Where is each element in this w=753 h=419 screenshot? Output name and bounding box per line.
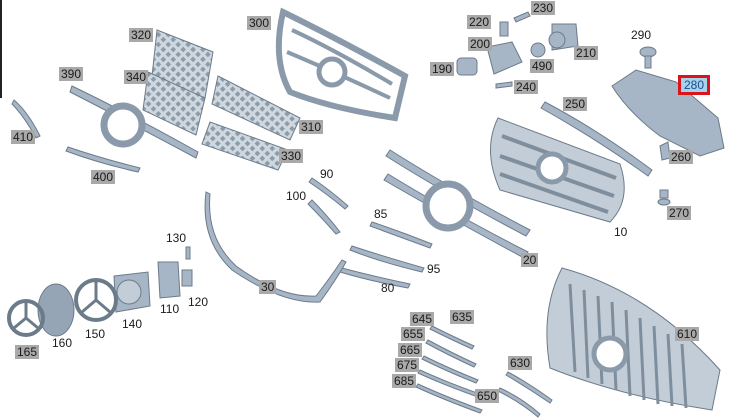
label-260[interactable]: 260	[669, 150, 694, 164]
label-110[interactable]: 110	[160, 302, 180, 316]
part-490-cap[interactable]	[530, 42, 546, 58]
label-630[interactable]: 630	[508, 356, 533, 370]
label-650[interactable]: 650	[475, 389, 500, 403]
part-100-strip[interactable]	[307, 199, 341, 235]
label-210[interactable]: 210	[574, 46, 599, 60]
label-340[interactable]: 340	[124, 70, 149, 84]
label-90[interactable]: 90	[320, 167, 334, 181]
label-130[interactable]: 130	[166, 231, 187, 245]
label-610[interactable]: 610	[675, 327, 700, 341]
label-330[interactable]: 330	[279, 149, 304, 163]
part-220-clip[interactable]	[499, 21, 509, 37]
part-160-emblem-disc[interactable]	[37, 283, 75, 337]
label-290[interactable]: 290	[631, 28, 652, 42]
part-390-grille-bar[interactable]	[69, 85, 199, 159]
part-290-pin[interactable]	[639, 46, 657, 69]
label-410[interactable]: 410	[11, 130, 36, 144]
label-220[interactable]: 220	[467, 15, 492, 29]
label-95[interactable]: 95	[427, 262, 441, 276]
part-140-emblem-housing[interactable]	[113, 271, 151, 313]
label-320[interactable]: 320	[129, 28, 154, 42]
label-230[interactable]: 230	[531, 1, 556, 15]
part-150-star-emblem[interactable]	[74, 278, 118, 322]
part-95-strip[interactable]	[349, 245, 425, 273]
part-10-main-grille[interactable]	[489, 117, 625, 223]
label-270[interactable]: 270	[667, 206, 692, 220]
label-635[interactable]: 635	[450, 310, 475, 324]
part-210-sensor[interactable]	[548, 23, 579, 51]
label-400[interactable]: 400	[91, 170, 116, 184]
label-120[interactable]: 120	[188, 295, 209, 309]
part-120-clip[interactable]	[181, 269, 193, 287]
part-410-strip[interactable]	[11, 99, 41, 139]
part-90-strip[interactable]	[308, 177, 349, 210]
label-490[interactable]: 490	[530, 59, 555, 73]
part-280-cover-panel[interactable]	[611, 69, 725, 157]
part-190-clip[interactable]	[456, 57, 478, 76]
label-85[interactable]: 85	[374, 207, 388, 221]
part-130-screw[interactable]	[185, 246, 191, 260]
part-80-strip[interactable]	[339, 267, 411, 289]
part-230-screw[interactable]	[513, 11, 531, 23]
part-330-mesh-panel[interactable]	[201, 121, 289, 171]
part-250-trim-strip[interactable]	[540, 101, 653, 177]
label-685[interactable]: 685	[392, 374, 417, 388]
label-665[interactable]: 665	[398, 343, 423, 357]
label-160[interactable]: 160	[52, 336, 73, 350]
label-250[interactable]: 250	[563, 97, 588, 111]
label-390[interactable]: 390	[59, 67, 84, 81]
part-200-bracket[interactable]	[486, 41, 523, 75]
part-310-mesh-panel[interactable]	[211, 75, 301, 141]
part-270-pin[interactable]	[657, 189, 671, 206]
label-10[interactable]: 10	[614, 225, 628, 239]
label-240[interactable]: 240	[514, 80, 539, 94]
label-30[interactable]: 30	[259, 280, 277, 294]
part-300-grille-frame[interactable]	[275, 7, 409, 122]
part-85-strip[interactable]	[369, 221, 433, 249]
label-300[interactable]: 300	[247, 16, 272, 30]
label-20[interactable]: 20	[521, 253, 539, 267]
label-655[interactable]: 655	[401, 327, 426, 341]
label-100[interactable]: 100	[286, 189, 307, 203]
part-340-mesh-panel[interactable]	[142, 71, 206, 136]
label-280-selected[interactable]: 280	[678, 75, 711, 95]
label-190[interactable]: 190	[430, 62, 455, 76]
window-edge	[0, 0, 2, 98]
label-310[interactable]: 310	[299, 120, 324, 134]
label-675[interactable]: 675	[395, 358, 420, 372]
part-6xx-strip-set[interactable]	[415, 325, 553, 418]
part-400-strip[interactable]	[65, 146, 141, 173]
label-645[interactable]: 645	[410, 312, 435, 326]
part-240-screw[interactable]	[495, 81, 513, 89]
label-80[interactable]: 80	[381, 281, 395, 295]
part-165-star-emblem[interactable]	[7, 299, 45, 337]
part-20-grille-bars[interactable]	[383, 149, 531, 259]
label-200[interactable]: 200	[468, 37, 493, 51]
part-30-bumper-strip[interactable]	[204, 191, 347, 303]
label-165[interactable]: 165	[15, 345, 40, 359]
part-610-lower-grille[interactable]	[546, 267, 721, 411]
part-110-bracket[interactable]	[157, 261, 181, 299]
label-150[interactable]: 150	[85, 327, 106, 341]
label-140[interactable]: 140	[122, 317, 143, 331]
